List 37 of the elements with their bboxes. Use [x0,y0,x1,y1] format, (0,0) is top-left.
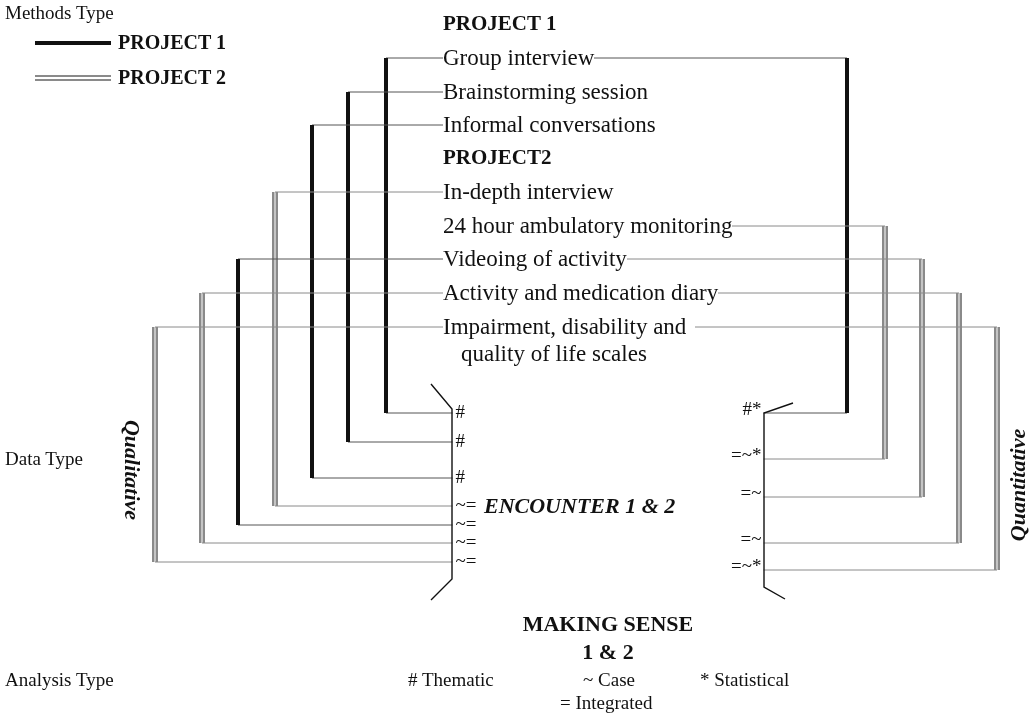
connector-line [384,57,453,414]
text-label: ~ Case [583,668,635,692]
method-item: Activity and medication diary [443,279,719,306]
connector-line [626,258,925,498]
bracket [763,402,794,600]
method-item: Brainstorming session [443,78,649,105]
text-label: # Thematic [408,668,494,692]
connector-line [152,326,453,563]
connector-line [593,57,849,414]
text-label: Data Type [5,447,83,471]
method-item: Impairment, disability and quality of life scales [443,313,695,367]
text-label: Analysis Type [5,668,114,692]
method-item: Informal conversations [443,111,656,138]
connector-line [717,292,962,544]
legend-label: PROJECT 1 [118,31,226,54]
method-item: 24 hour ambulatory monitoring [443,212,733,239]
connector-line [694,326,1000,571]
text-label: PROJECT2 [443,144,552,171]
connector-line [310,124,453,479]
connector-line [731,225,888,460]
bracket [430,383,453,601]
connector-line [272,191,453,507]
method-item: Group interview [443,44,595,71]
text-label: = Integrated [560,691,653,715]
stage-label: ENCOUNTER 1 & 2 [484,492,676,519]
axis-label: Quantitative [1004,428,1032,542]
legend-label: PROJECT 2 [118,66,226,89]
connector-line [236,258,453,526]
text-label: * Statistical [700,668,790,692]
method-item: Videoing of activity [443,245,627,272]
connector-line [199,292,453,544]
axis-label: Qualitative [118,419,146,521]
text-label: PROJECT 1 [443,10,557,37]
text-label: MAKING SENSE 1 & 2 [521,610,695,665]
connector-line [346,91,453,443]
text-label: Methods Type [5,1,114,25]
method-item: In-depth interview [443,178,614,205]
